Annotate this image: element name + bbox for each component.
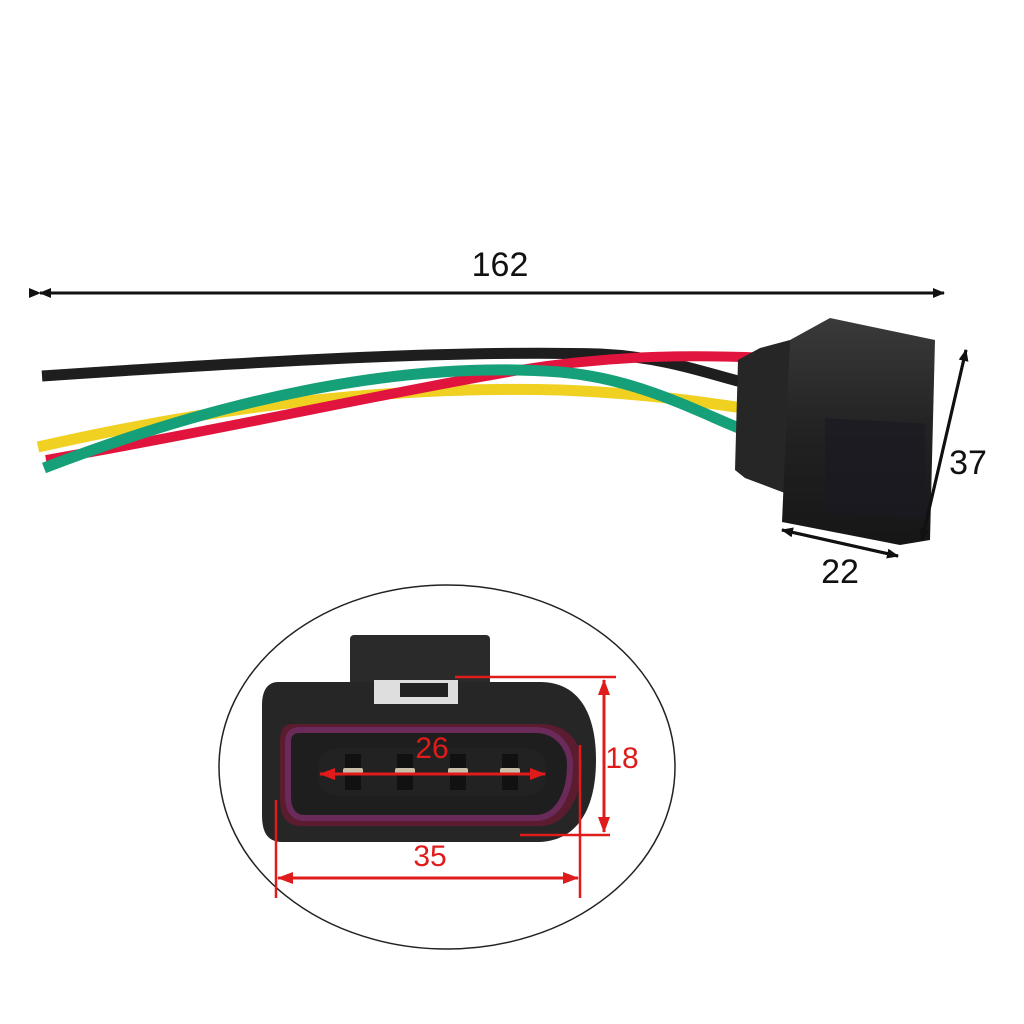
connector-side-view xyxy=(735,318,935,545)
detail-callout-ellipse xyxy=(218,584,676,950)
wires xyxy=(36,347,772,474)
connector-front-view xyxy=(262,635,596,842)
wire-red xyxy=(45,351,771,465)
wire-black xyxy=(41,347,771,394)
pin-span-label: 26 xyxy=(415,732,448,765)
face-width-dimension: 35 xyxy=(274,745,582,898)
face-height-label: 18 xyxy=(605,742,638,775)
pin-span-dimension: 26 xyxy=(319,732,546,780)
connector-height-dimension: 37 xyxy=(919,349,987,541)
overall-length-label: 162 xyxy=(472,246,529,284)
connector-height-label: 37 xyxy=(949,444,987,482)
overall-length-dimension: 162 xyxy=(29,246,945,298)
connector-depth-label: 22 xyxy=(821,553,859,591)
face-width-label: 35 xyxy=(413,840,446,873)
face-height-dimension: 18 xyxy=(455,675,639,837)
wire-green xyxy=(42,364,772,474)
connector-depth-dimension: 22 xyxy=(781,527,899,591)
